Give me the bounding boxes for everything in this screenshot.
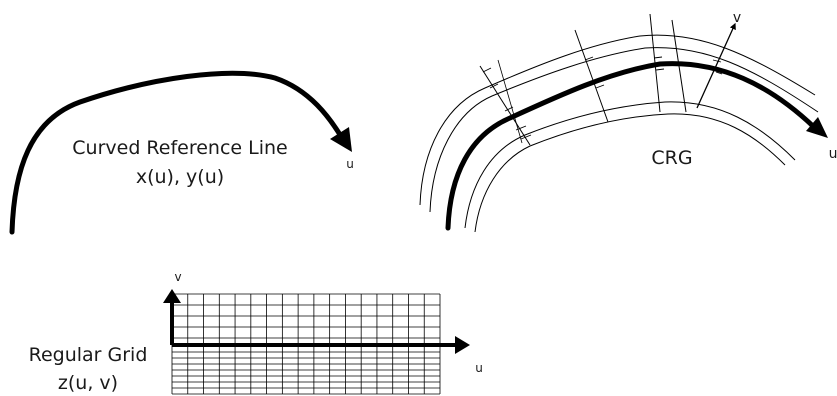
regular-grid-title: Regular Grid: [29, 344, 148, 366]
crg-panel: CRG v u: [419, 10, 837, 233]
regular-grid-formula: z(u, v): [58, 372, 118, 394]
crg-tick-marks: [482, 56, 723, 140]
reference-line-u-label: u: [346, 157, 354, 171]
crg-label: CRG: [651, 147, 692, 169]
reference-line-arrowhead: [330, 127, 352, 152]
crg-offset-line: [419, 34, 816, 206]
crg-offset-line: [474, 113, 786, 233]
crg-u-label: u: [829, 146, 837, 162]
crg-cross-line: [671, 19, 687, 113]
grid-u-arrowhead: [455, 336, 470, 354]
grid-v-arrowhead: [163, 289, 181, 303]
crg-reference-line: [445, 61, 818, 231]
reference-line-title: Curved Reference Line: [72, 137, 287, 159]
grid-u-label: u: [475, 361, 483, 375]
crg-offset-line: [429, 47, 819, 213]
crg-v-axis: [696, 22, 736, 109]
crg-cross-line: [574, 29, 609, 123]
regular-grid-panel: Regular Grid z(u, v) v u: [29, 270, 483, 395]
curved-reference-line: [9, 70, 345, 235]
crg-cross-line: [649, 13, 661, 113]
crg-offset-line: [464, 101, 796, 229]
reference-line-panel: Curved Reference Line x(u), y(u) u: [9, 70, 354, 235]
crg-reference-arrowhead: [806, 117, 828, 138]
crg-cross-line: [497, 59, 523, 144]
crg-cross-line: [479, 65, 531, 146]
grid-v-label: v: [174, 270, 181, 284]
reference-line-formula: x(u), y(u): [136, 166, 224, 188]
crg-v-label: v: [733, 10, 741, 26]
